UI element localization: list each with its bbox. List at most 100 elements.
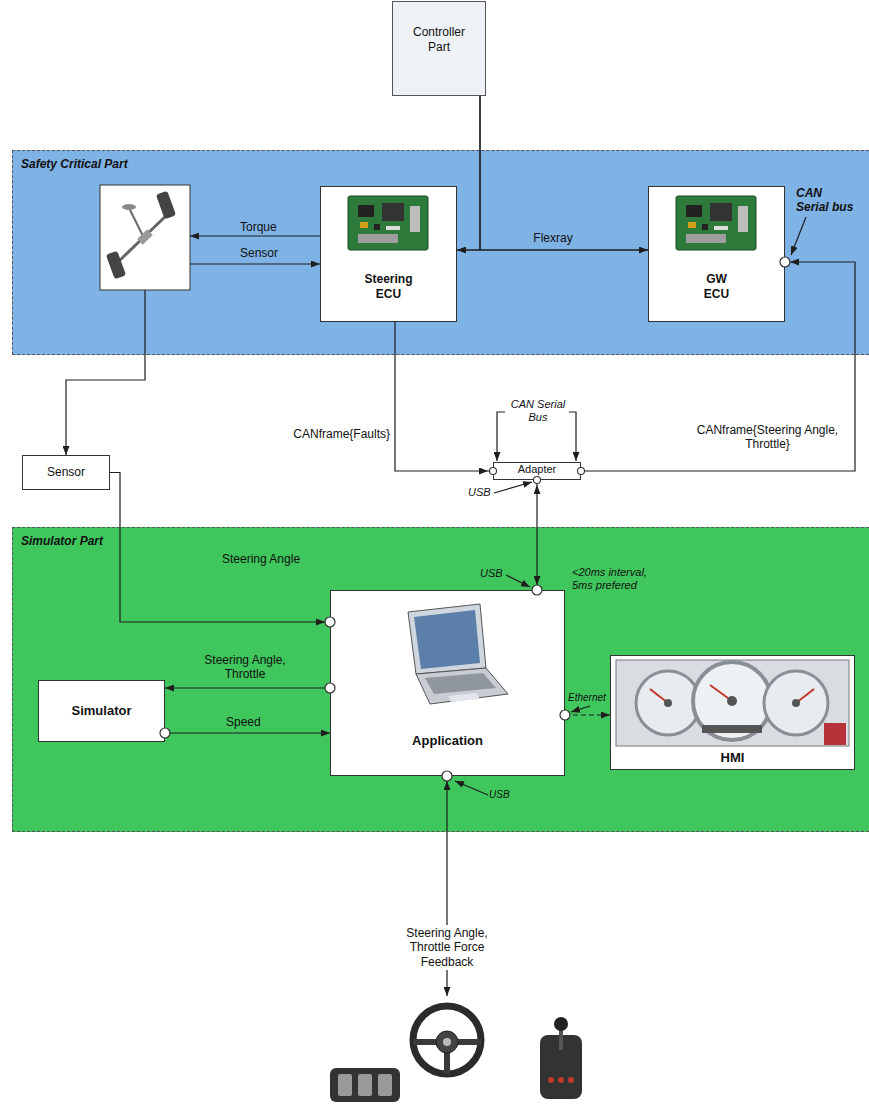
- signal-line: [506, 575, 530, 587]
- ecu-board-picture: [688, 222, 696, 228]
- node-text: Sensor: [47, 465, 85, 479]
- signal-line: [791, 217, 806, 255]
- steering-wheel-illustration: [436, 1031, 458, 1053]
- edge-label: CANframe{Steering Angle, Throttle}: [690, 423, 845, 452]
- node-text: Adapter: [518, 463, 557, 475]
- ecu-board-picture: [320, 186, 457, 322]
- port-circle: [325, 617, 335, 627]
- node-text: Simulator: [72, 703, 132, 719]
- shifter-illustration: [568, 1077, 574, 1083]
- connector: [581, 262, 855, 471]
- steering-wheel-illustration: [413, 1006, 481, 1074]
- signal-label: Torque: [240, 220, 300, 234]
- edge-label: CANframe{Faults}: [275, 427, 390, 441]
- signal-line: [190, 263, 320, 264]
- ecu-board-picture: [410, 206, 420, 232]
- connector: [165, 732, 330, 733]
- steering-rack-illustration: [100, 185, 190, 290]
- signal-line: [66, 217, 806, 996]
- pedal-illustration: [338, 1074, 352, 1096]
- dashboard-picture: [702, 725, 762, 733]
- pedal-illustration: [330, 1068, 400, 1102]
- sensor-box: Sensor: [22, 455, 110, 490]
- ecu-board-picture: [358, 234, 398, 243]
- signal-line: [569, 412, 576, 461]
- ecu-box: Steering ECU: [320, 186, 457, 322]
- signal-line: [497, 412, 505, 461]
- simulator-box: Simulator: [38, 680, 165, 742]
- edge-label: Steering Angle: [222, 552, 332, 566]
- connector: [457, 96, 480, 250]
- signal-line: [66, 290, 145, 455]
- node-text: Steering ECU: [358, 272, 420, 301]
- shifter-illustration: [559, 1028, 563, 1050]
- dashboard-picture: [796, 689, 814, 703]
- ecu-box: GW ECU: [648, 186, 785, 322]
- dashboard-picture: [693, 662, 771, 740]
- ecu-board-picture: [702, 224, 708, 230]
- steering-rack-illustration: [100, 185, 190, 290]
- edge-label: Speed: [226, 715, 286, 729]
- steering-rack-illustration: [130, 210, 144, 238]
- adapter-ports: [578, 468, 585, 475]
- steering-wheel-illustration: [413, 1006, 481, 1074]
- signal-line: [494, 482, 532, 493]
- node-text: GW ECU: [695, 272, 739, 301]
- node-text: Application: [412, 733, 483, 749]
- node-text: HMI: [721, 750, 745, 766]
- port-circle: [532, 585, 542, 595]
- shifter-illustration: [558, 1077, 564, 1083]
- dashboard-picture: [664, 699, 672, 707]
- simulator-port: [160, 728, 170, 738]
- ecu-board-picture: [648, 186, 785, 322]
- ecu-board-picture: [738, 206, 748, 232]
- ecu-board-picture: [710, 203, 732, 221]
- ecu-board-picture: [348, 196, 428, 250]
- simulator-band-fill: [12, 527, 869, 832]
- dashboard-picture: [636, 671, 700, 735]
- ecu-board-picture: [686, 234, 726, 243]
- steering-rack-illustration: [122, 204, 136, 210]
- signal-label: USB: [489, 789, 515, 801]
- dashboard-picture: [792, 699, 800, 707]
- pedal-illustration: [358, 1074, 372, 1096]
- ecu-board-picture: [386, 226, 400, 230]
- dashboard-picture: [616, 660, 849, 746]
- edge-label: Flexray: [530, 231, 576, 245]
- shifter-illustration: [548, 1077, 554, 1083]
- shifter-illustration: [540, 1017, 582, 1099]
- ecu-board-picture: [374, 224, 380, 230]
- steering-rack-illustration: [106, 251, 126, 280]
- connector: [536, 480, 537, 590]
- region-band: Safety Critical PartSteering ECU GW ECU: [12, 150, 869, 355]
- connector: [165, 687, 330, 688]
- adapter-ports: [534, 477, 541, 484]
- dashboard-picture: [824, 723, 846, 745]
- region-title: Simulator Part: [21, 534, 103, 548]
- laptop-picture: [408, 604, 486, 674]
- signal-label: USB: [468, 486, 494, 499]
- connector: [395, 322, 493, 471]
- ecu-board-picture: [360, 222, 368, 228]
- ecu-board-picture: [714, 226, 728, 230]
- edge-label: Steering Angle, Throttle: [190, 653, 300, 682]
- signal-label: Ethernet: [568, 692, 612, 704]
- dashboard-picture: [710, 685, 732, 701]
- signal-label: CAN Serial Bus: [507, 398, 569, 424]
- signal-line: [190, 235, 320, 236]
- port-circle: [325, 683, 335, 693]
- region-band: Simulator PartApplication Simulator HMI: [12, 527, 869, 832]
- application-box: Application: [330, 590, 565, 776]
- steering-rack-illustration: [156, 191, 176, 220]
- port-circle: [560, 710, 570, 720]
- dashboard-picture: [727, 696, 737, 706]
- shifter-illustration: [554, 1017, 568, 1031]
- controller-box: Controller Part: [392, 1, 486, 96]
- signal-line: [455, 781, 488, 795]
- steering-wheel-illustration: [443, 1038, 451, 1046]
- signal-label: Steering Angle, Throttle Force Feedback: [392, 925, 502, 970]
- connector: [480, 96, 648, 250]
- signal-label: <20ms interval, 5ms prefered: [572, 566, 670, 592]
- steering-rack-illustration: [118, 212, 170, 262]
